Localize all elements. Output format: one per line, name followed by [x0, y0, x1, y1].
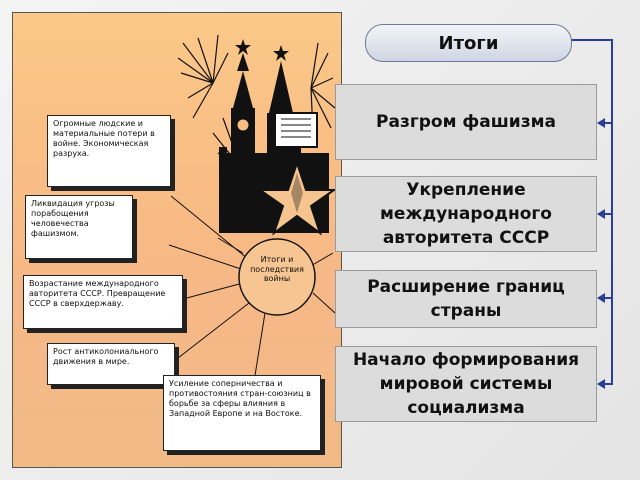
poster-box-anticolonial-text: Рост антиколониального движения в мире.	[53, 347, 159, 366]
firework-burst-left	[177, 34, 229, 119]
arrow-icon	[597, 379, 605, 389]
poster-box-rivalry-text: Усиление соперничества и противостояния …	[169, 379, 311, 418]
kremlin-tower-left	[231, 39, 255, 158]
poster-box-superpower-text: Возрастание международного авторитета СС…	[29, 279, 166, 308]
arrow-icon	[597, 118, 605, 128]
result-box-socialist-system: Начало формирования мировой системы соци…	[335, 346, 597, 422]
poster-box-fascism-threat: Ликвидация угрозы порабощения человечест…	[25, 195, 133, 259]
gold-star-medal	[256, 159, 338, 236]
medal-ribbon	[274, 112, 318, 165]
arrow-icon	[597, 209, 605, 219]
result-box-borders: Расширение границ страны	[335, 270, 597, 328]
result-box-ussr-authority: Укрепление международного авторитета ССС…	[335, 176, 597, 252]
poster-box-fascism-threat-text: Ликвидация угрозы порабощения человечест…	[31, 199, 115, 238]
poster-illustration: Огромные людские и материальные потери в…	[12, 12, 342, 468]
summary-title: Итоги	[365, 24, 572, 62]
poster-artwork	[168, 34, 338, 389]
arrow-icon	[597, 293, 605, 303]
sun-circle	[238, 238, 316, 316]
poster-box-superpower: Возрастание международного авторитета СС…	[23, 275, 183, 329]
poster-box-rivalry: Усиление соперничества и противостояния …	[163, 375, 321, 451]
poster-box-losses: Огромные людские и материальные потери в…	[47, 115, 171, 187]
poster-box-losses-text: Огромные людские и материальные потери в…	[53, 119, 155, 158]
poster-box-anticolonial: Рост антиколониального движения в мире.	[47, 343, 175, 385]
sun-rays	[168, 195, 336, 389]
sun-caption: Итоги и последствия войны	[250, 255, 304, 283]
result-box-defeat-fascism: Разгром фашизма	[335, 84, 597, 160]
